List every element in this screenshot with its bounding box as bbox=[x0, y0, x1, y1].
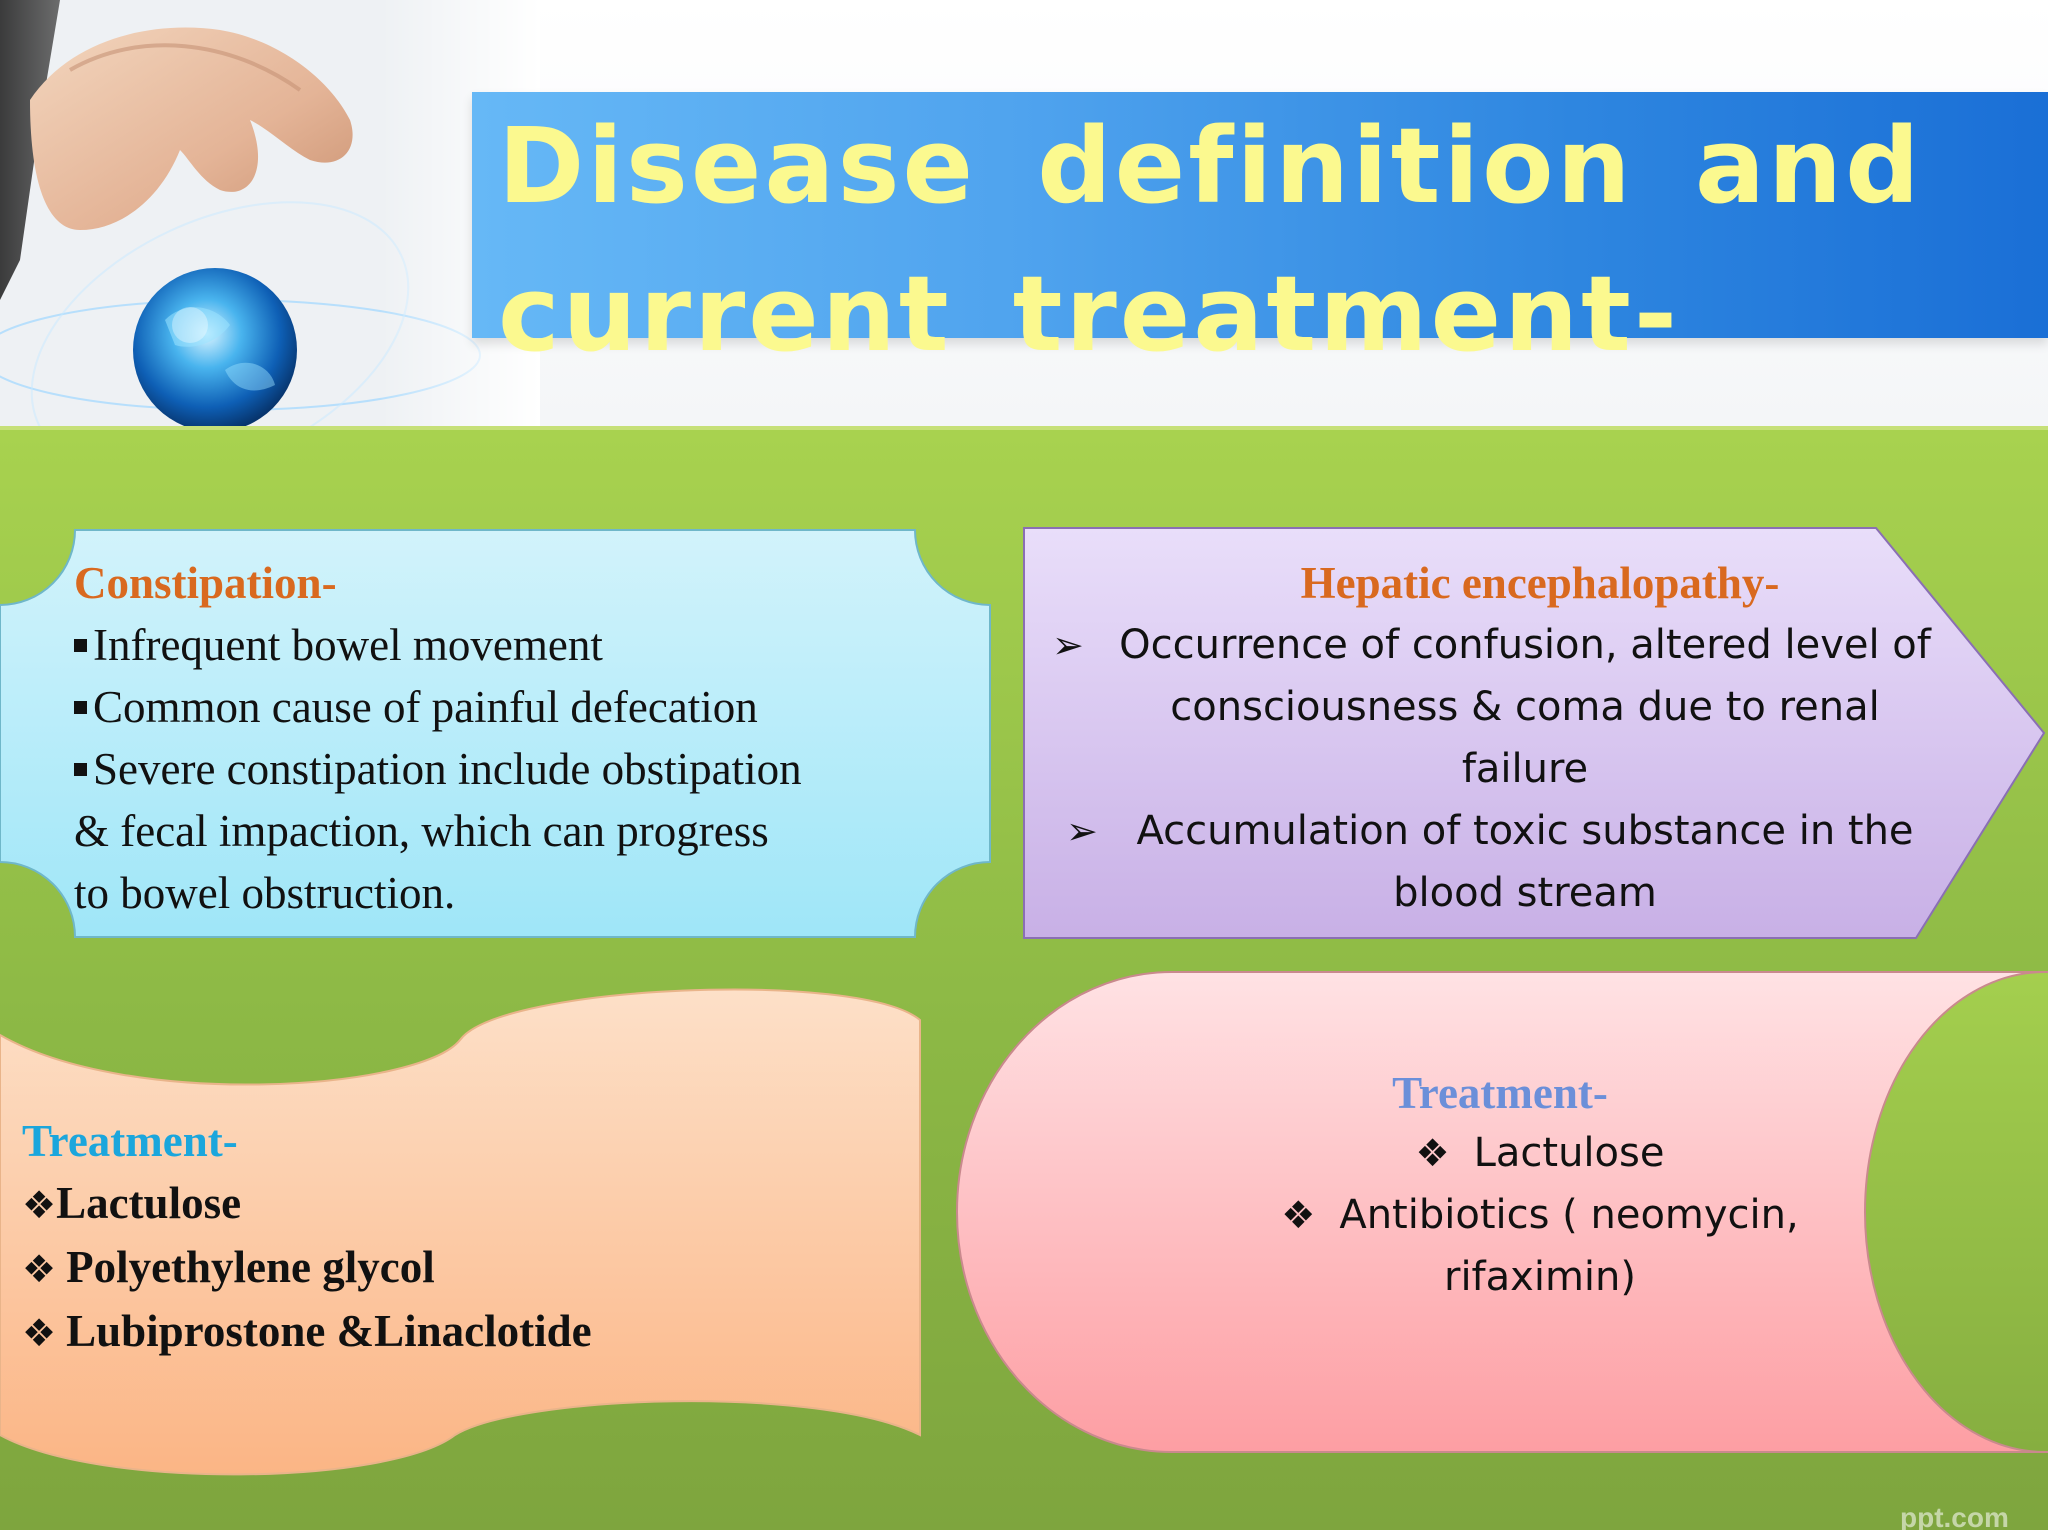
list-item: ➢ Occurrence of confusion, altered level… bbox=[1040, 614, 2010, 800]
list-item: ❖Antibiotics ( neomycin, bbox=[1281, 1192, 1799, 1238]
square-bullet-icon bbox=[74, 701, 87, 714]
constipation-box bbox=[0, 529, 991, 938]
treatment-right-box bbox=[956, 971, 2048, 1453]
list-item: ➢ Accumulation of toxic substance in the… bbox=[1040, 800, 2010, 924]
diamond-bullet-icon: ❖ bbox=[22, 1247, 57, 1291]
hepatic-list: ➢ Occurrence of confusion, altered level… bbox=[1040, 614, 2010, 924]
list-item-continuation: to bowel obstruction. bbox=[74, 868, 456, 918]
treatment-right-list: ❖Lactulose ❖Antibiotics ( neomycin, rifa… bbox=[1150, 1122, 1930, 1308]
constipation-list: Infrequent bowel movement Common cause o… bbox=[74, 614, 934, 924]
treatment-right-cylinder-end bbox=[1864, 971, 2048, 1453]
treatment-right-heading: Treatment- bbox=[1392, 1068, 1608, 1118]
hand-globe-illustration bbox=[0, 0, 540, 430]
diamond-bullet-icon: ❖ bbox=[1415, 1131, 1450, 1175]
title-banner bbox=[472, 92, 2048, 338]
list-item: Common cause of painful defecation bbox=[74, 676, 934, 738]
diamond-bullet-icon: ❖ bbox=[1281, 1193, 1316, 1237]
list-item: ❖Lactulose bbox=[22, 1178, 242, 1228]
list-item: Infrequent bowel movement bbox=[74, 614, 934, 676]
arrowhead-bullet-icon: ➢ bbox=[1066, 809, 1098, 853]
list-item-continuation: rifaximin) bbox=[1444, 1254, 1636, 1300]
list-item: ❖Lubiprostone &Linaclotide bbox=[22, 1306, 592, 1356]
hepatic-heading: Hepatic encephalopathy- bbox=[1300, 558, 1780, 608]
list-item-continuation: & fecal impaction, which can progress bbox=[74, 806, 769, 856]
list-item: Severe constipation include obstipation bbox=[74, 738, 934, 800]
treatment-left-list: ❖Lactulose ❖Polyethylene glycol ❖Lubipro… bbox=[22, 1172, 592, 1364]
square-bullet-icon bbox=[74, 763, 87, 776]
slide-title: Disease definition and current treatment… bbox=[498, 105, 1923, 375]
arrowhead-bullet-icon: ➢ bbox=[1052, 623, 1084, 667]
square-bullet-icon bbox=[74, 639, 87, 652]
diamond-bullet-icon: ❖ bbox=[22, 1183, 57, 1227]
treatment-left-heading: Treatment- bbox=[22, 1116, 238, 1166]
watermark: ppt.com bbox=[1900, 1502, 2009, 1533]
list-item: ❖Lactulose bbox=[1415, 1130, 1665, 1176]
diamond-bullet-icon: ❖ bbox=[22, 1311, 57, 1355]
hepatic-box bbox=[1023, 527, 2046, 939]
list-item: ❖Polyethylene glycol bbox=[22, 1242, 435, 1292]
constipation-heading: Constipation- bbox=[74, 558, 337, 608]
treatment-left-box bbox=[0, 988, 921, 1476]
